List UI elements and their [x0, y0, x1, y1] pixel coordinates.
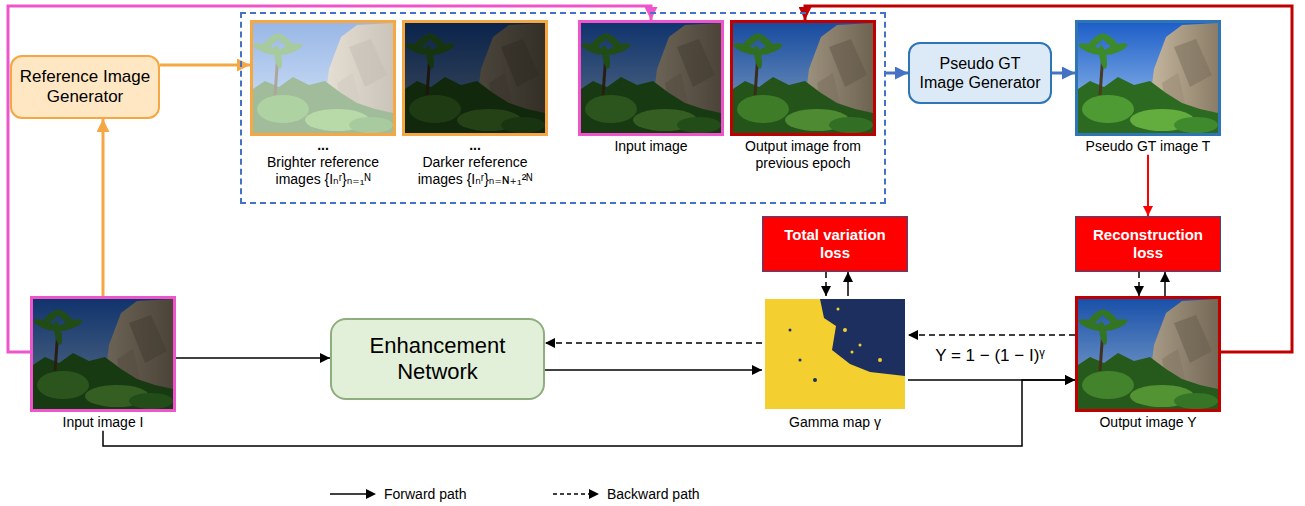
image-caption: Darker reference images {Iₙʳ}ₙ₌ɴ₊₁²ᴺ	[402, 154, 548, 188]
brighter-photo	[252, 23, 393, 133]
input-feed-arrow	[8, 6, 651, 352]
generation-arrow	[1052, 72, 1075, 75]
box-label: Reference Image Generator	[18, 67, 152, 108]
output-image: Output image Y	[1075, 296, 1221, 431]
input-photo	[32, 299, 173, 409]
image-frame	[762, 296, 908, 412]
generator-box: Pseudo GT Image Generator	[908, 42, 1052, 104]
legend-arrowhead	[366, 489, 376, 499]
backward-arrow	[825, 272, 827, 296]
loss-box: Reconstruction loss	[1075, 216, 1221, 272]
input-image: Input image	[578, 20, 724, 155]
forward-arrow	[103, 380, 1075, 446]
pseudo-gt-photo	[1077, 23, 1218, 133]
reference-image: ... Darker reference images {Iₙʳ}ₙ₌ɴ₊₁²ᴺ	[402, 20, 548, 188]
input-photo	[580, 23, 721, 133]
box-label: Pseudo GT Image Generator	[916, 54, 1044, 92]
ellipsis-mark: ...	[402, 138, 548, 152]
input-image: Input image I	[30, 296, 176, 431]
network-box: Enhancement Network	[330, 318, 545, 400]
target-arrow	[1147, 155, 1149, 216]
generation-arrow	[102, 119, 105, 296]
ellipsis-mark: ...	[250, 138, 396, 152]
image-frame	[30, 296, 176, 412]
generation-arrow	[886, 72, 908, 75]
backward-arrow	[1138, 272, 1140, 296]
legend-arrowhead	[589, 489, 599, 499]
image-caption: Gamma map γ	[762, 414, 908, 431]
forward-arrow	[545, 369, 762, 371]
legend-item: Forward path	[330, 486, 466, 502]
image-caption: Input image	[578, 138, 724, 155]
image-frame	[1075, 296, 1221, 412]
image-caption: Output image Y	[1075, 414, 1221, 431]
image-frame	[730, 20, 876, 136]
darker-photo	[404, 23, 545, 133]
image-frame	[1075, 20, 1221, 136]
image-frame	[402, 20, 548, 136]
image-frame	[250, 20, 396, 136]
pseudo-gt-image: Pseudo GT image T	[1075, 20, 1221, 155]
image-frame	[578, 20, 724, 136]
output-image: Output image from previous epoch	[730, 20, 876, 172]
reference-image: ... Brighter reference images {Iₙʳ}ₙ₌₁ᴺ	[250, 20, 396, 188]
box-label: Total variation loss	[769, 226, 901, 262]
forward-arrow	[847, 272, 849, 296]
legend-line	[330, 493, 368, 495]
image-caption: Input image I	[30, 414, 176, 431]
formula: Y = 1 − (1 − I)ᵞ	[905, 346, 1075, 366]
loss-box: Total variation loss	[762, 216, 908, 272]
gamma-map: Gamma map γ	[762, 296, 908, 431]
backward-arrow	[545, 342, 762, 344]
previous-output-photo	[732, 23, 873, 133]
box-label: Reconstruction loss	[1082, 226, 1214, 262]
image-caption: Pseudo GT image T	[1075, 138, 1221, 155]
legend-sample	[553, 488, 599, 500]
generator-box: Reference Image Generator	[10, 55, 160, 119]
output-photo	[1077, 299, 1218, 409]
generation-arrow	[160, 64, 250, 67]
legend-text: Forward path	[384, 486, 466, 502]
image-caption: Brighter reference images {Iₙʳ}ₙ₌₁ᴺ	[250, 154, 396, 188]
legend-sample	[330, 488, 376, 500]
legend-item: Backward path	[553, 486, 700, 502]
legend-text: Backward path	[607, 486, 700, 502]
image-caption: Output image from previous epoch	[730, 138, 876, 172]
box-label: Enhancement Network	[338, 333, 537, 386]
gamma-map-picture	[765, 299, 905, 409]
forward-arrow	[1164, 272, 1166, 296]
backward-arrow	[908, 334, 1075, 336]
legend-line	[553, 493, 591, 495]
forward-arrow	[176, 357, 330, 359]
dashed-group: ... Brighter reference images {Iₙʳ}ₙ₌₁ᴺ..…	[240, 12, 886, 204]
